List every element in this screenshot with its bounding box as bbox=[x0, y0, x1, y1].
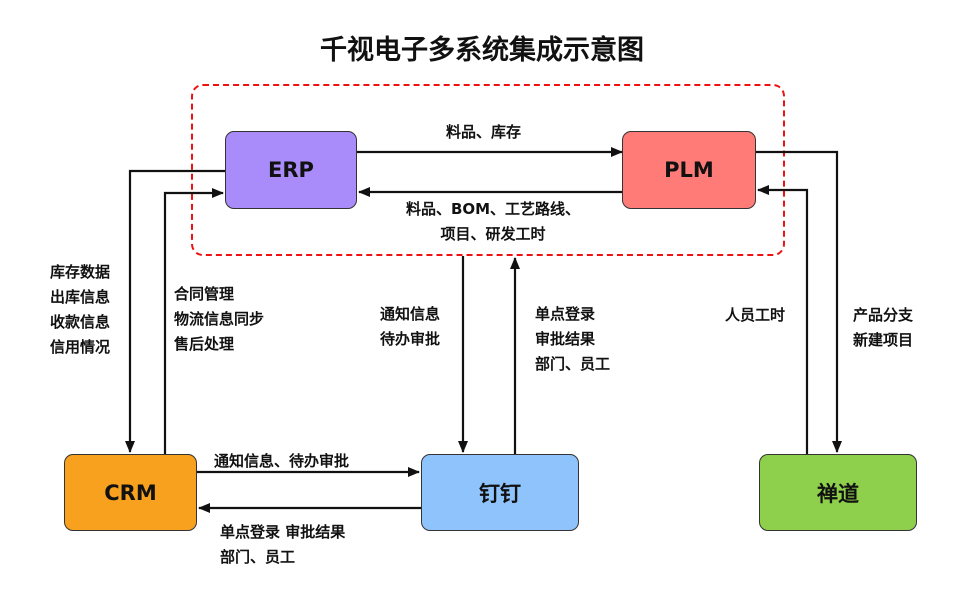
label-line: 单点登录 审批结果 bbox=[220, 523, 346, 541]
edge-label-crm-to-erp: 合同管理 物流信息同步 售后处理 bbox=[174, 282, 264, 357]
edge-label-dingtalk-to-crm: 单点登录 审批结果 部门、员工 bbox=[220, 520, 345, 570]
label-line: 单点登录 bbox=[535, 305, 596, 323]
diagram-title: 千视电子多系统集成示意图 bbox=[320, 35, 644, 66]
label-line: 部门、员工 bbox=[220, 548, 296, 566]
label-line: 料品、BOM、工艺路线、 bbox=[405, 200, 581, 218]
label-line: 审批结果 bbox=[535, 330, 596, 348]
edge-label-plm-to-erp: 料品、BOM、工艺路线、 项目、研发工时 bbox=[390, 197, 596, 247]
edge-label-erp-to-plm: 料品、库存 bbox=[446, 120, 521, 145]
node-chandao: 禅道 bbox=[759, 454, 917, 531]
label-line: 通知信息 bbox=[380, 305, 441, 323]
edge-label-erp-to-dingtalk: 通知信息 待办审批 bbox=[380, 302, 440, 352]
node-dingtalk-label: 钉钉 bbox=[479, 481, 521, 506]
label-line: 产品分支 bbox=[853, 306, 914, 324]
arrow-erp-to-crm bbox=[125, 169, 225, 453]
edge-label-erp-to-crm: 库存数据 出库信息 收款信息 信用情况 bbox=[50, 260, 110, 360]
label-line: 物流信息同步 bbox=[174, 310, 265, 328]
node-plm: PLM bbox=[622, 131, 756, 209]
label-line: 售后处理 bbox=[174, 335, 235, 353]
arrow-chandao-to-plm bbox=[757, 185, 809, 455]
label-line: 待办审批 bbox=[380, 330, 441, 348]
node-dingtalk: 钉钉 bbox=[421, 454, 579, 531]
edge-label-crm-to-dingtalk: 通知信息、待办审批 bbox=[214, 449, 349, 474]
label-line: 合同管理 bbox=[174, 285, 235, 303]
label-line: 信用情况 bbox=[50, 338, 111, 356]
node-crm-label: CRM bbox=[104, 480, 157, 505]
node-erp: ERP bbox=[225, 131, 357, 209]
label-line: 料品、库存 bbox=[446, 123, 522, 141]
node-plm-label: PLM bbox=[664, 158, 714, 182]
label-line: 新建项目 bbox=[853, 331, 914, 349]
edge-label-plm-to-chandao: 产品分支 新建项目 bbox=[853, 303, 913, 353]
node-crm: CRM bbox=[64, 454, 197, 531]
label-line: 项目、研发工时 bbox=[440, 225, 546, 243]
label-line: 人员工时 bbox=[725, 306, 786, 324]
label-line: 收款信息 bbox=[50, 313, 111, 331]
node-chandao-label: 禅道 bbox=[817, 481, 859, 506]
label-line: 部门、员工 bbox=[535, 355, 611, 373]
node-erp-label: ERP bbox=[268, 158, 314, 182]
label-line: 库存数据 bbox=[50, 263, 111, 281]
arrow-plm-to-chandao bbox=[756, 150, 842, 453]
label-line: 出库信息 bbox=[50, 288, 111, 306]
edge-label-chandao-to-plm: 人员工时 bbox=[725, 303, 785, 328]
label-line: 通知信息、待办审批 bbox=[214, 452, 350, 470]
arrow-crm-to-erp bbox=[163, 188, 224, 455]
edge-label-dingtalk-to-erp: 单点登录 审批结果 部门、员工 bbox=[535, 302, 610, 377]
